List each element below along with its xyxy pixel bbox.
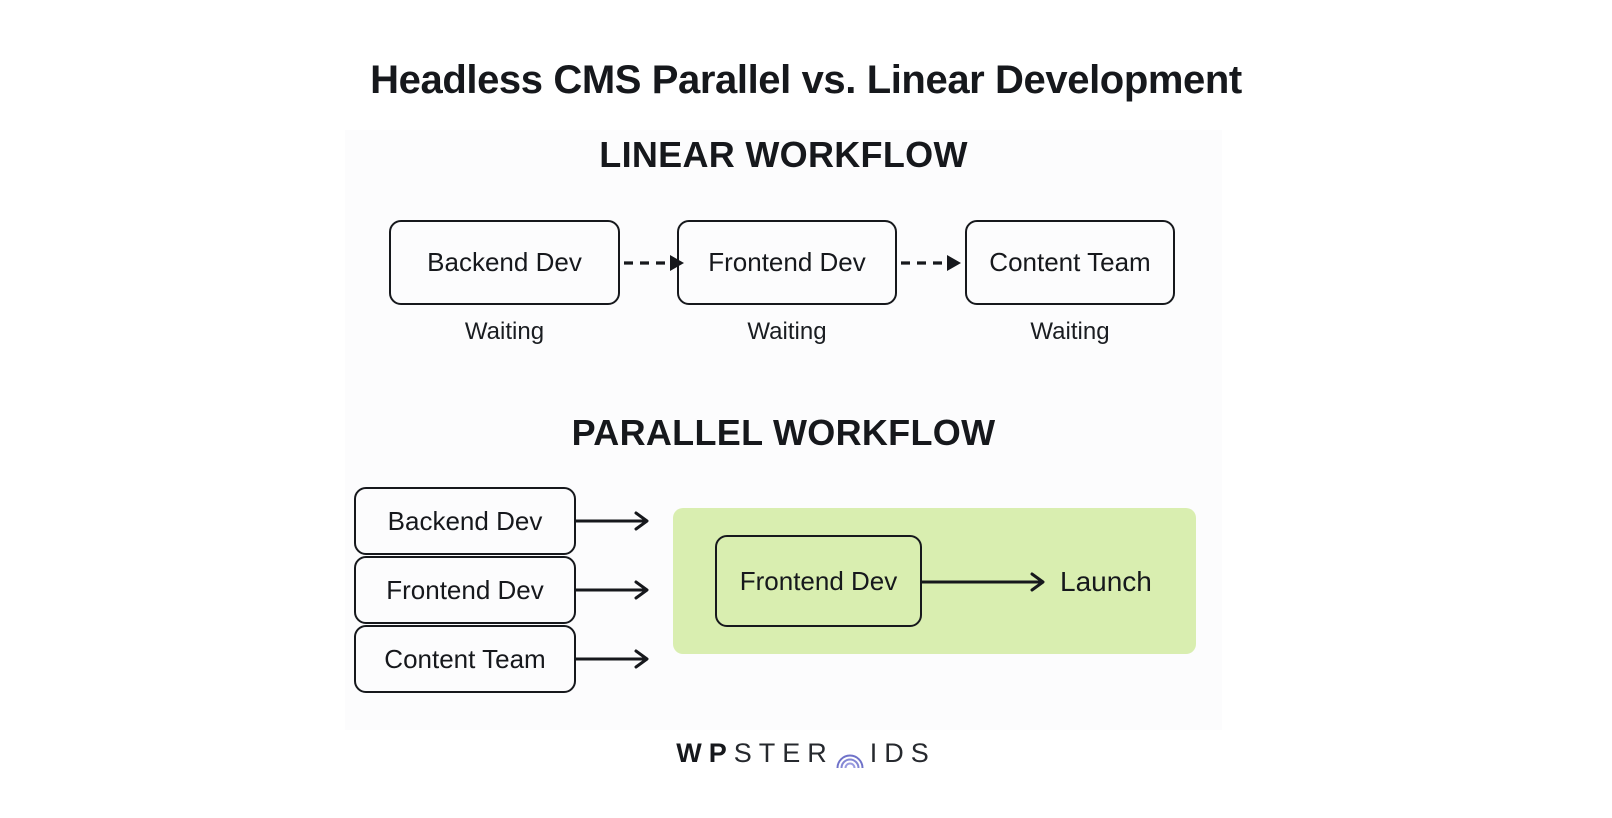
brand-logo: WP STER IDS <box>0 738 1612 769</box>
parallel-node-frontend-dev[interactable]: Frontend Dev <box>354 556 576 624</box>
status-label-waiting: Waiting <box>1030 318 1110 345</box>
linear-section-heading: LINEAR WORKFLOW <box>599 134 968 175</box>
status-label-waiting: Waiting <box>464 318 545 345</box>
brand-logo-wp: WP <box>676 738 734 768</box>
parallel-node-backend-dev[interactable]: Backend Dev <box>354 487 576 555</box>
brand-logo-ster: STER <box>733 738 834 768</box>
solid-arrow-icon <box>576 511 649 531</box>
parallel-node-content-team[interactable]: Content Team <box>354 625 576 693</box>
dashed-arrow-icon <box>901 255 961 271</box>
parallel-merge-node-frontend-dev[interactable]: Frontend Dev <box>715 535 922 627</box>
linear-node-backend-dev[interactable]: Backend Dev <box>389 220 620 305</box>
parallel-outcome-launch: Launch <box>1060 566 1152 597</box>
linear-node-content-team[interactable]: Content Team <box>965 220 1175 305</box>
solid-arrow-icon <box>576 580 649 600</box>
parallel-section-heading: PARALLEL WORKFLOW <box>571 412 996 453</box>
dashed-arrow-icon <box>624 255 684 271</box>
solid-arrow-icon <box>576 649 649 669</box>
status-label-waiting: Waiting <box>747 318 827 345</box>
linear-node-frontend-dev[interactable]: Frontend Dev <box>677 220 897 305</box>
rainbow-arc-icon <box>835 743 865 770</box>
brand-logo-ids: IDS <box>869 738 936 768</box>
solid-arrow-icon <box>922 572 1045 592</box>
page-title: Headless CMS Parallel vs. Linear Develop… <box>370 58 1242 102</box>
